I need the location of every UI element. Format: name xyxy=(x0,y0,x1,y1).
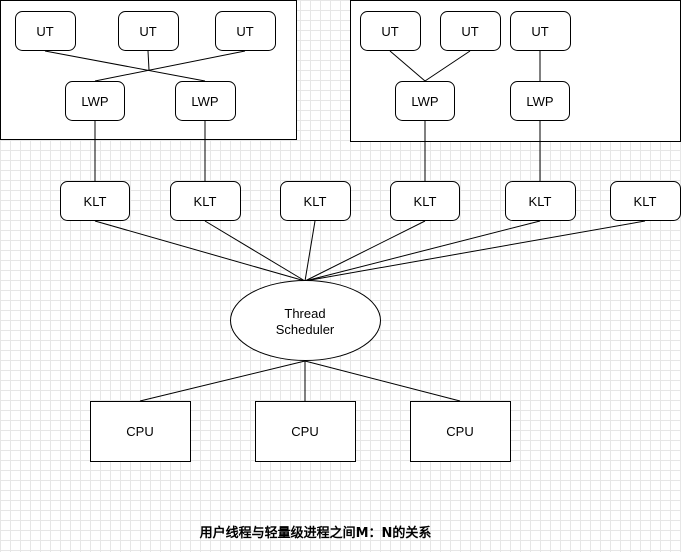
edge-klt4-scheduler xyxy=(304,220,426,282)
connector-lines xyxy=(44,50,646,402)
edge-scheduler-cpu3 xyxy=(304,360,461,402)
cpu-node: CPU xyxy=(410,401,511,462)
klt-node: KLT xyxy=(60,181,130,221)
edge-scheduler-cpu1 xyxy=(139,360,306,402)
lwp-node: LWP xyxy=(65,81,125,121)
edge-ut3-lwp1 xyxy=(94,50,246,82)
cpu-label: CPU xyxy=(291,424,318,439)
ut-label: UT xyxy=(139,24,156,39)
lwp-label: LWP xyxy=(411,94,438,109)
klt-node: KLT xyxy=(610,181,681,221)
edge-ut2-junction xyxy=(147,50,150,71)
ut-label: UT xyxy=(461,24,478,39)
klt-label: KLT xyxy=(84,194,107,209)
edge-ut4-lwp3 xyxy=(389,50,426,82)
ut-node: UT xyxy=(440,11,501,51)
klt-node: KLT xyxy=(280,181,351,221)
klt-label: KLT xyxy=(634,194,657,209)
ut-label: UT xyxy=(36,24,53,39)
klt-node: KLT xyxy=(390,181,460,221)
klt-node: KLT xyxy=(170,181,241,221)
ut-node: UT xyxy=(360,11,421,51)
ut-node: UT xyxy=(510,11,571,51)
diagram-caption: 用户线程与轻量级进程之间M：N的关系 xyxy=(199,526,432,541)
klt-label: KLT xyxy=(194,194,217,209)
edge-klt3-scheduler xyxy=(304,220,316,282)
ut-label: UT xyxy=(531,24,548,39)
cpu-node: CPU xyxy=(255,401,356,462)
scheduler-label-line1: Thread xyxy=(284,306,325,321)
lwp-node: LWP xyxy=(510,81,570,121)
thread-scheduler-node: Thread Scheduler xyxy=(230,280,381,361)
lwp-label: LWP xyxy=(526,94,553,109)
klt-label: KLT xyxy=(414,194,437,209)
edge-klt6-scheduler xyxy=(304,220,646,282)
edge-klt2-scheduler xyxy=(204,220,306,282)
klt-label: KLT xyxy=(529,194,552,209)
edge-klt5-scheduler xyxy=(304,220,541,282)
scheduler-label-line2: Scheduler xyxy=(276,322,335,337)
lwp-label: LWP xyxy=(81,94,108,109)
ut-node: UT xyxy=(118,11,179,51)
ut-node: UT xyxy=(15,11,76,51)
klt-label: KLT xyxy=(304,194,327,209)
ut-node: UT xyxy=(215,11,276,51)
klt-node: KLT xyxy=(505,181,576,221)
cpu-label: CPU xyxy=(446,424,473,439)
ut-label: UT xyxy=(381,24,398,39)
edge-ut5-lwp3 xyxy=(424,50,471,82)
lwp-label: LWP xyxy=(191,94,218,109)
ut-label: UT xyxy=(236,24,253,39)
edge-ut1-lwp2 xyxy=(44,50,206,82)
cpu-label: CPU xyxy=(126,424,153,439)
edge-klt1-scheduler xyxy=(94,220,306,282)
cpu-node: CPU xyxy=(90,401,191,462)
lwp-node: LWP xyxy=(395,81,455,121)
lwp-node: LWP xyxy=(175,81,236,121)
